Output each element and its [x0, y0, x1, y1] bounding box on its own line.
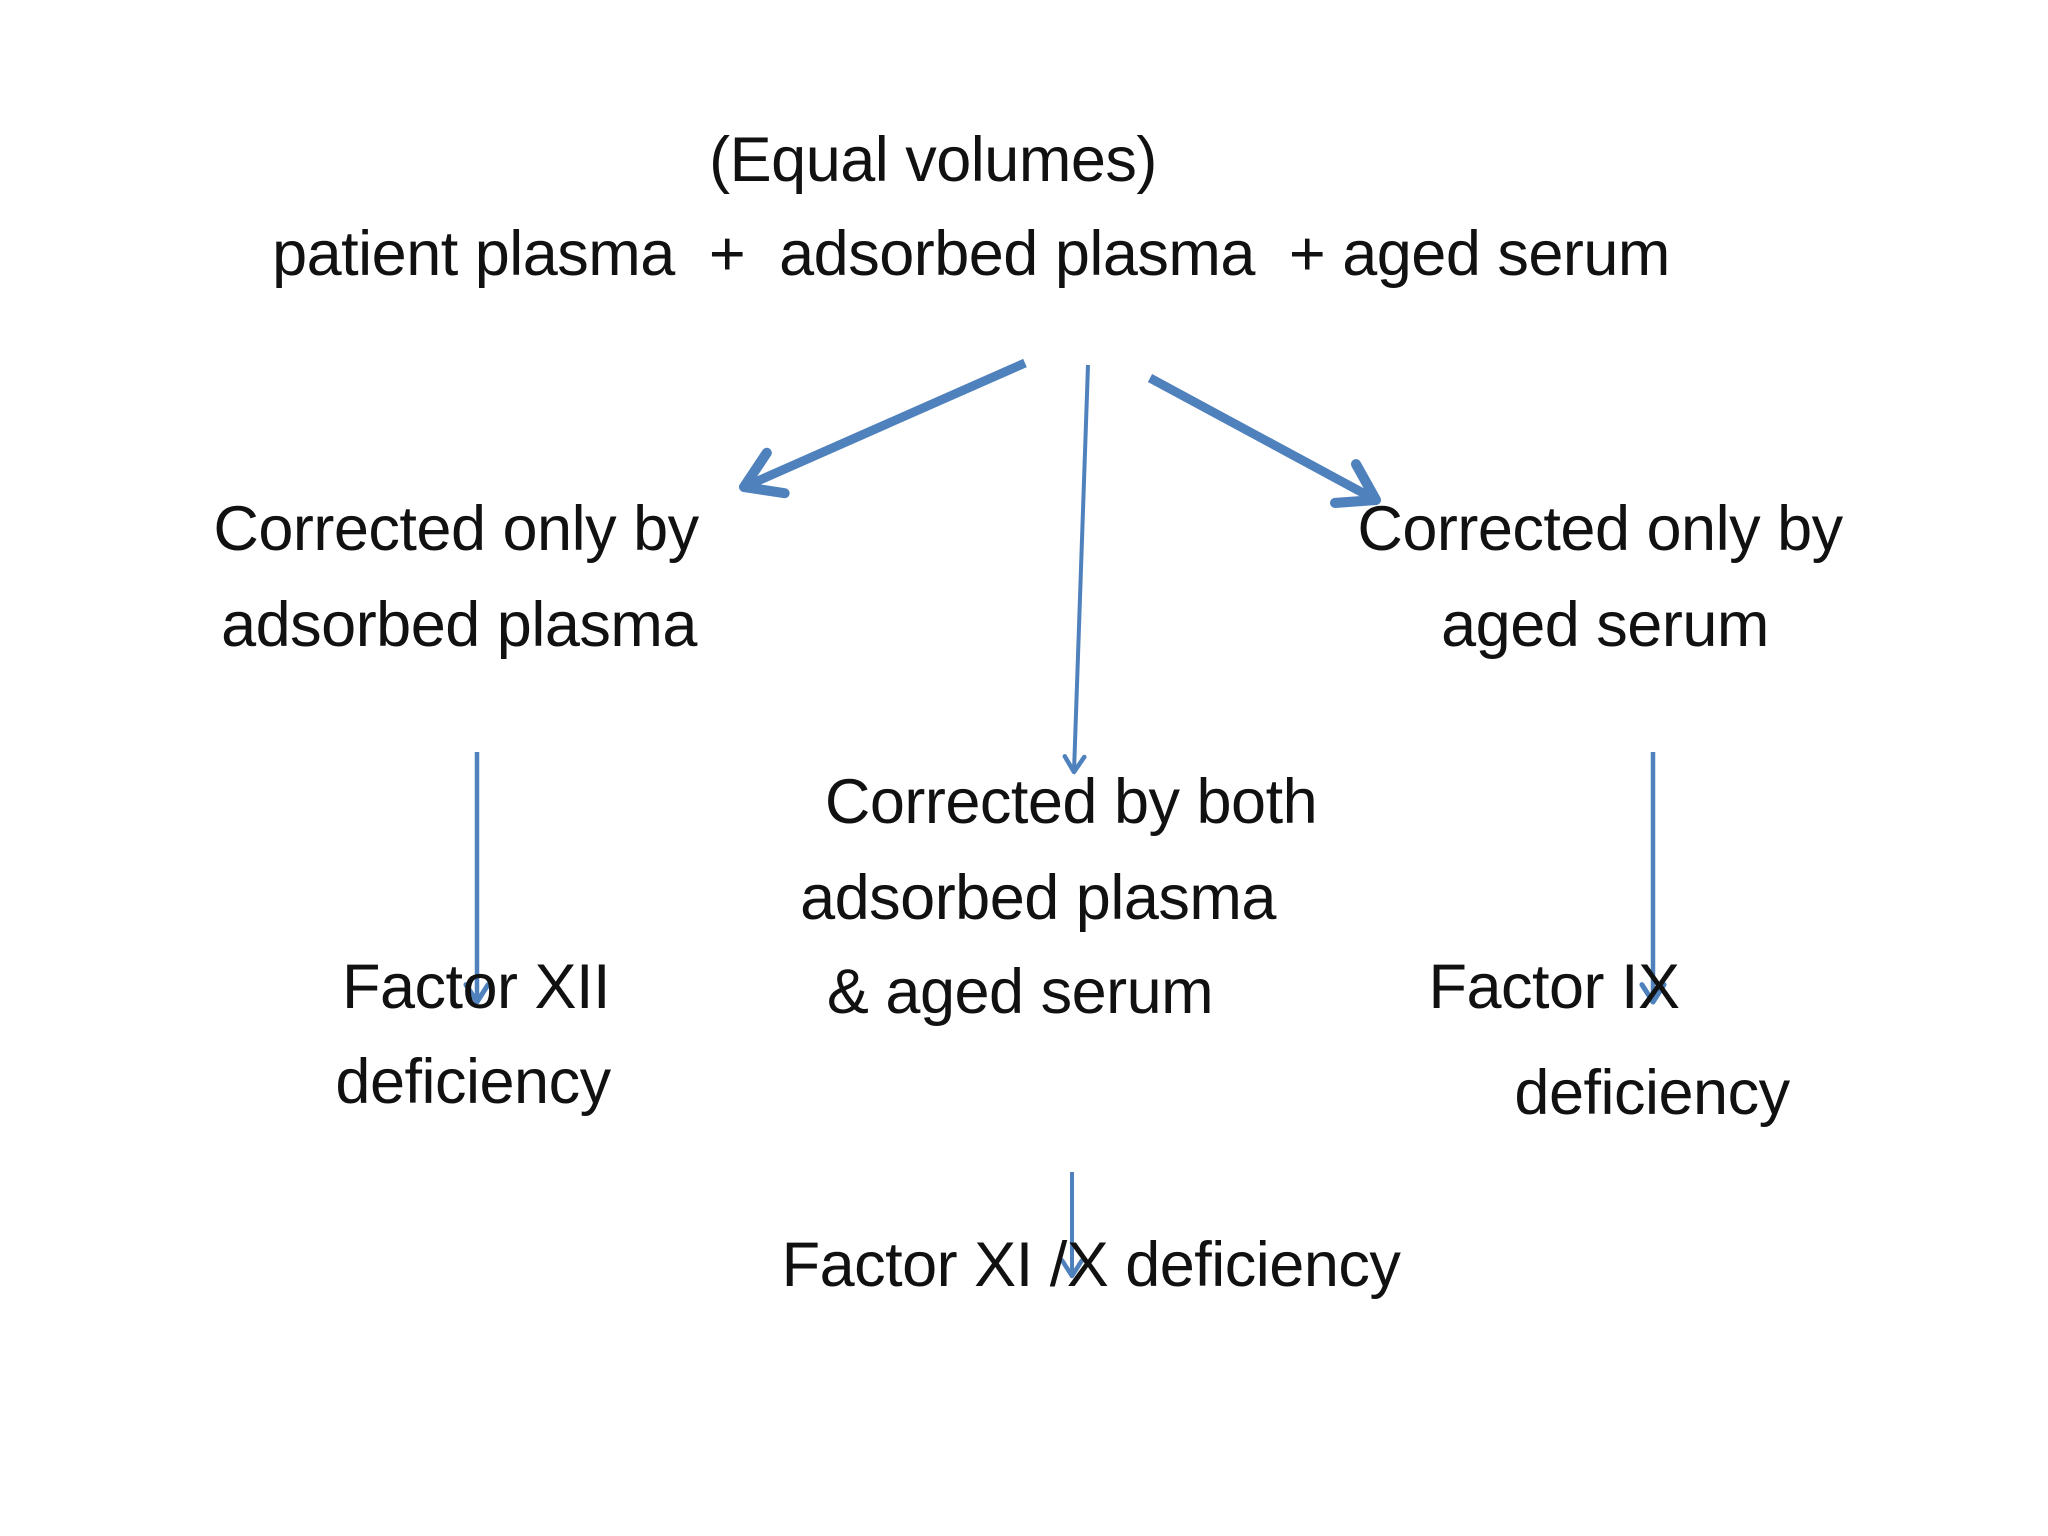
middle-condition-line1: Corrected by both: [824, 767, 1318, 837]
left-condition-line1: Corrected only by: [213, 494, 699, 564]
left-condition-line2: adsorbed plasma: [221, 590, 697, 660]
arrow-mix-to-left-branch: [738, 358, 1027, 499]
middle-condition-line2: adsorbed plasma: [800, 863, 1276, 933]
equal-volumes-label: (Equal volumes): [709, 125, 1157, 195]
middle-condition-line3: & aged serum: [826, 957, 1214, 1027]
mixture-label: patient plasma + adsorbed plasma + aged …: [272, 219, 1670, 289]
factor-ix-deficiency-label: deficiency: [1514, 1058, 1790, 1128]
factor-xii-deficiency-label: deficiency: [335, 1047, 611, 1117]
arrow-mix-to-right-branch: [1147, 374, 1382, 508]
factor-xi-x-deficiency-label: Factor XI /X deficiency: [781, 1230, 1401, 1300]
arrow-mix-to-middle-branch: [1062, 364, 1090, 775]
factor-ix-label: Factor IX: [1428, 952, 1680, 1022]
factor-xii-label: Factor XII: [341, 952, 611, 1022]
right-condition-line2: aged serum: [1441, 590, 1769, 660]
right-condition-line1: Corrected only by: [1357, 494, 1843, 564]
